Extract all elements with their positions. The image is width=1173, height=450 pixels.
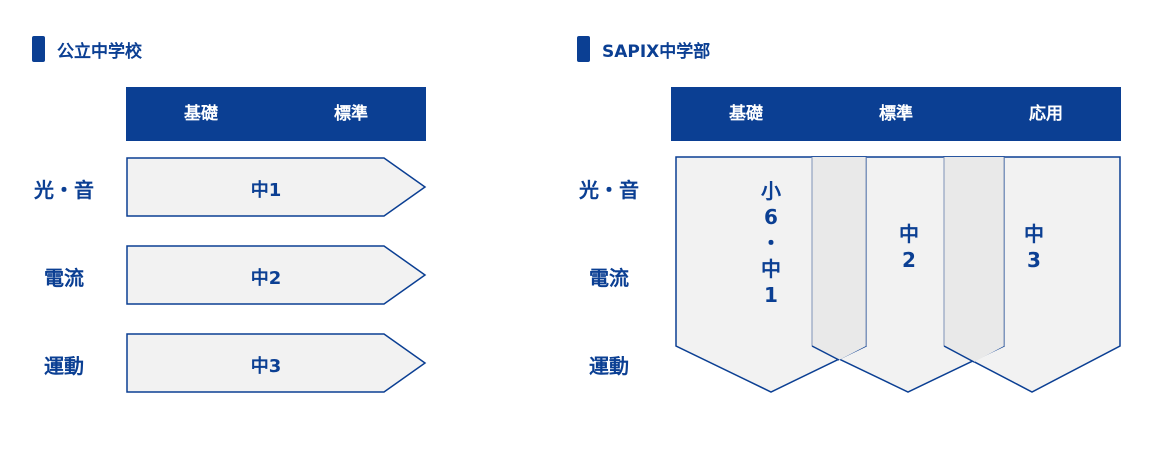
title-marker [32,36,45,62]
overlap-region-2 [944,157,1004,362]
right-col-basic: 基礎 [729,104,763,124]
pentagon-label-grade-3: 中 3 [1024,222,1044,272]
pentagon-label-grade-6-1: 小 6 ・ 中 1 [761,179,781,307]
left-arrow-3 [126,333,427,393]
hidden-edge-6 [943,345,975,363]
right-col-advanced: 応用 [1029,104,1063,124]
right-header: 基礎 標準 応用 [671,87,1121,141]
left-col-standard: 標準 [334,104,368,124]
left-section-title: 公立中学校 [32,36,142,62]
left-header: 基礎 標準 [126,87,426,141]
hidden-edge-5 [811,345,840,361]
left-title-text: 公立中学校 [57,41,142,62]
left-row-label-light-sound: 光・音 [34,178,94,202]
left-arrow-2-label: 中2 [250,268,282,289]
pentagon-label-grade-2: 中 2 [899,222,919,272]
title-marker [577,36,590,62]
right-section-title: SAPIX中学部 [577,36,710,62]
left-arrow-1-label: 中1 [250,180,282,201]
left-arrow-2 [126,245,427,305]
left-col-basic: 基礎 [184,104,218,124]
right-row-label-motion: 運動 [589,354,629,378]
right-title-text: SAPIX中学部 [602,41,711,62]
overlap-region-1 [812,157,866,360]
right-row-label-light-sound: 光・音 [579,178,639,202]
right-col-standard: 標準 [879,104,913,124]
left-arrow-1 [126,157,427,217]
left-row-label-current: 電流 [44,266,84,290]
left-row-label-motion: 運動 [44,354,84,378]
left-arrow-3-label: 中3 [250,356,282,377]
right-row-label-current: 電流 [589,266,629,290]
